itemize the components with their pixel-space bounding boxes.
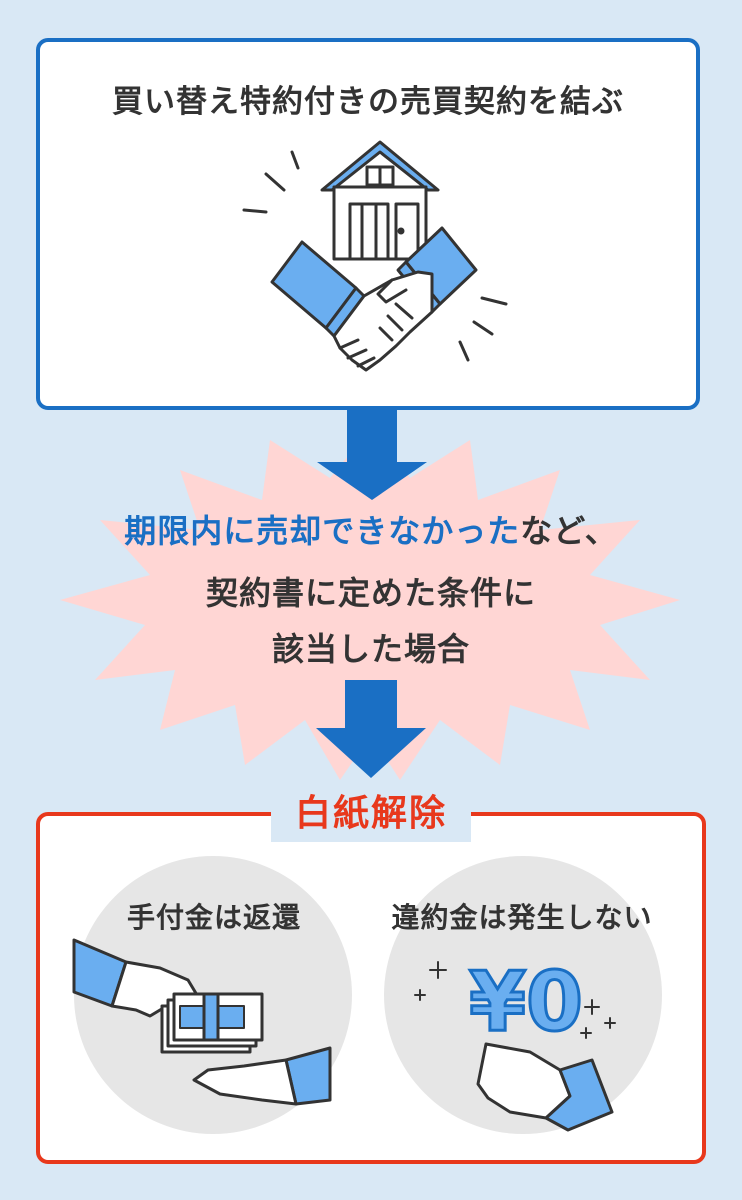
condition-line-1: 期限内に売却できなかったなど、 <box>0 506 742 552</box>
receiver-hand <box>192 1058 298 1106</box>
contract-title: 買い替え特約付きの売買契約を結ぶ <box>112 84 624 120</box>
open-hand-sleeve <box>544 1058 614 1132</box>
arrow-shaft-1 <box>347 410 397 468</box>
arrow-head-2 <box>316 728 426 778</box>
contract-box: 買い替え特約付きの売買契約を結ぶ <box>36 38 700 410</box>
highlight-burst-shape <box>60 428 680 780</box>
handshake-icon <box>332 270 434 372</box>
no-penalty-label: 違約金は発生しない <box>391 901 653 934</box>
yen-zero-text: ¥0 <box>469 955 583 1050</box>
arrow-head-1 <box>317 462 427 500</box>
house-icon <box>320 140 440 261</box>
condition-line-3: 該当した場合 <box>271 630 470 668</box>
arrow-shaft-2 <box>345 680 397 732</box>
yen-zero-illustration: ¥0 <box>414 954 616 1132</box>
condition-line-2: 契約書に定めた条件に <box>205 574 536 612</box>
sparkle-icons <box>414 961 616 1039</box>
handshake-house-illustration <box>242 140 508 372</box>
result-title: 白紙解除 <box>271 786 471 842</box>
left-sleeve <box>270 240 366 338</box>
deposit-returned-label: 手付金は返還 <box>126 901 301 934</box>
condition-highlight: 期限内に売却できなかった <box>124 512 521 550</box>
condition-line-1-rest: など、 <box>520 512 618 550</box>
sparkle-lines <box>242 150 508 362</box>
open-hand-illustration <box>476 1042 614 1132</box>
money-stack-icon <box>160 992 264 1054</box>
giving-hand-illustration <box>72 938 332 1106</box>
